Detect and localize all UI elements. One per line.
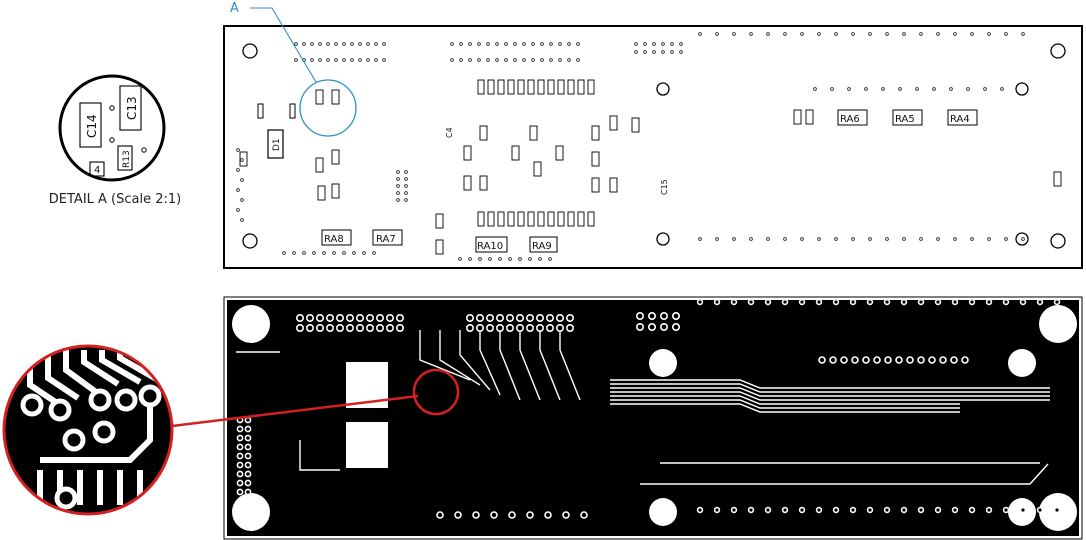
c4-label: C4 (445, 127, 454, 138)
via-pattern-top (236, 32, 1025, 261)
ra4-label: RA4 (950, 114, 970, 125)
c15-label: C15 (660, 179, 669, 195)
detail-c14: C14 (85, 114, 99, 138)
detail-callout-a: A (230, 1, 357, 137)
d1-label: D1 (272, 138, 282, 151)
callout-label: A (230, 1, 239, 16)
ra5-label: RA5 (895, 114, 915, 125)
detail-caption: DETAIL A (Scale 2:1) (48, 192, 182, 207)
ra8-label: RA8 (324, 234, 344, 245)
detail-4: 4 (94, 165, 100, 176)
detail-r13: R13 (122, 150, 132, 168)
ra9-label: RA9 (532, 241, 552, 252)
diode-d1 (267, 129, 284, 159)
assembly-drawing: D1 C4 C15 RA8 RA7 RA10 RA9 RA6 RA5 RA4 A (223, 1, 1083, 269)
detail-c13: C13 (125, 96, 139, 120)
detail-a-view: C14 C13 4 R13 (58, 74, 166, 182)
smd-components-top (239, 79, 1062, 255)
copper-pads (236, 298, 1061, 519)
copper-traces (236, 330, 1050, 485)
board-outline-top (223, 25, 1083, 269)
mounting-holes-top (242, 43, 1066, 249)
ra7-label: RA7 (376, 234, 396, 245)
ra10-label: RA10 (477, 241, 503, 252)
ra6-label: RA6 (840, 114, 860, 125)
copper-layer-view (223, 296, 1083, 540)
mounting-holes-copper (232, 305, 1077, 531)
copper-magnifier (2, 344, 460, 516)
